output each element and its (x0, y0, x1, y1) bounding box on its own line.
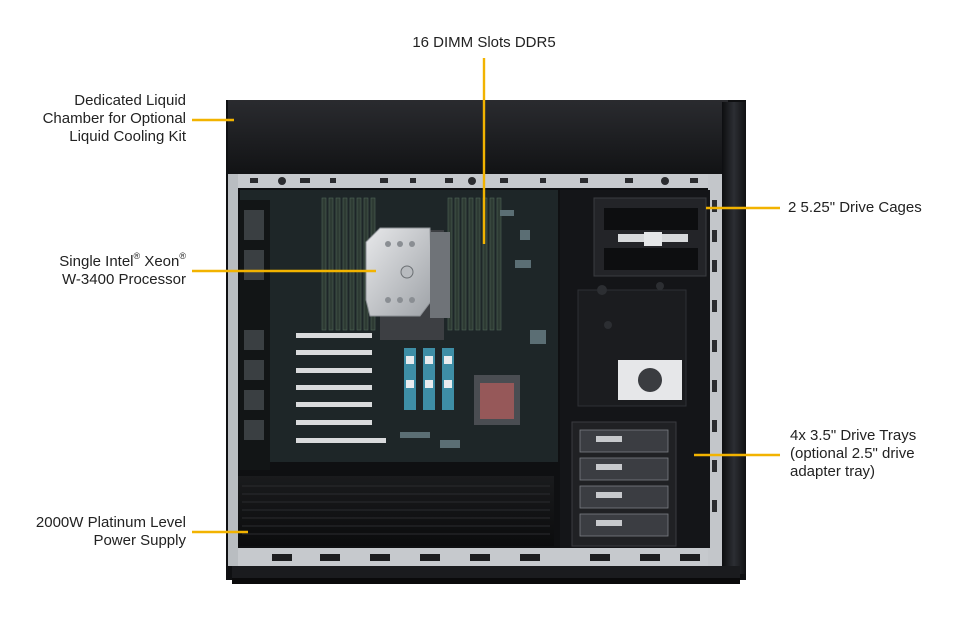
callout-drive-trays-line1: 4x 3.5" Drive Trays (790, 427, 917, 444)
callout-drive-trays-line3: adapter tray) (790, 463, 876, 480)
drive-trays-35 (571, 421, 677, 547)
pcie-slots (296, 333, 386, 443)
power-supply (238, 476, 554, 546)
drive-bay-area (560, 190, 710, 548)
motherboard (240, 190, 558, 470)
callout-liquid-line1: Dedicated Liquid (74, 92, 186, 109)
callout-drive-cages-line1: 2 5.25" Drive Cages (788, 199, 922, 216)
leader-lines (192, 58, 780, 534)
cpu-cooler (365, 227, 450, 340)
callout-liquid-line3: Liquid Cooling Kit (69, 128, 186, 145)
callout-psu-line1: 2000W Platinum Level (35, 514, 186, 531)
callout-dimm-slots: 16 DIMM Slots DDR5 (404, 34, 564, 52)
inner-frame (228, 174, 722, 566)
callout-liquid-chamber: Dedicated Liquid Chamber for Optional Li… (20, 92, 186, 146)
callout-cpu-line2: W-3400 Processor (62, 271, 186, 288)
callout-power-supply: 2000W Platinum Level Power Supply (10, 514, 186, 550)
callout-drive-trays-line2: (optional 2.5" drive (790, 445, 915, 462)
callout-liquid-line2: Chamber for Optional (42, 110, 186, 127)
callout-cpu-brand: Single Intel (59, 253, 134, 270)
callout-cpu: Single Intel® Xeon® W-3400 Processor (20, 251, 186, 289)
callout-psu-line2: Power Supply (93, 532, 186, 549)
side-panel (722, 102, 746, 574)
m2-drives (404, 348, 454, 410)
registered-mark: ® (133, 251, 141, 261)
callout-cpu-family: Xeon (140, 253, 180, 270)
callout-dimm-line1: 16 DIMM Slots DDR5 (412, 34, 556, 51)
callout-drive-trays: 4x 3.5" Drive Trays (optional 2.5" drive… (790, 427, 950, 481)
liquid-chamber (228, 100, 728, 176)
drive-cages-525 (593, 197, 707, 277)
registered-mark: ® (179, 251, 186, 261)
callout-drive-cages: 2 5.25" Drive Cages (788, 199, 948, 217)
callout-cpu-line1: Single Intel® Xeon® (20, 251, 186, 271)
